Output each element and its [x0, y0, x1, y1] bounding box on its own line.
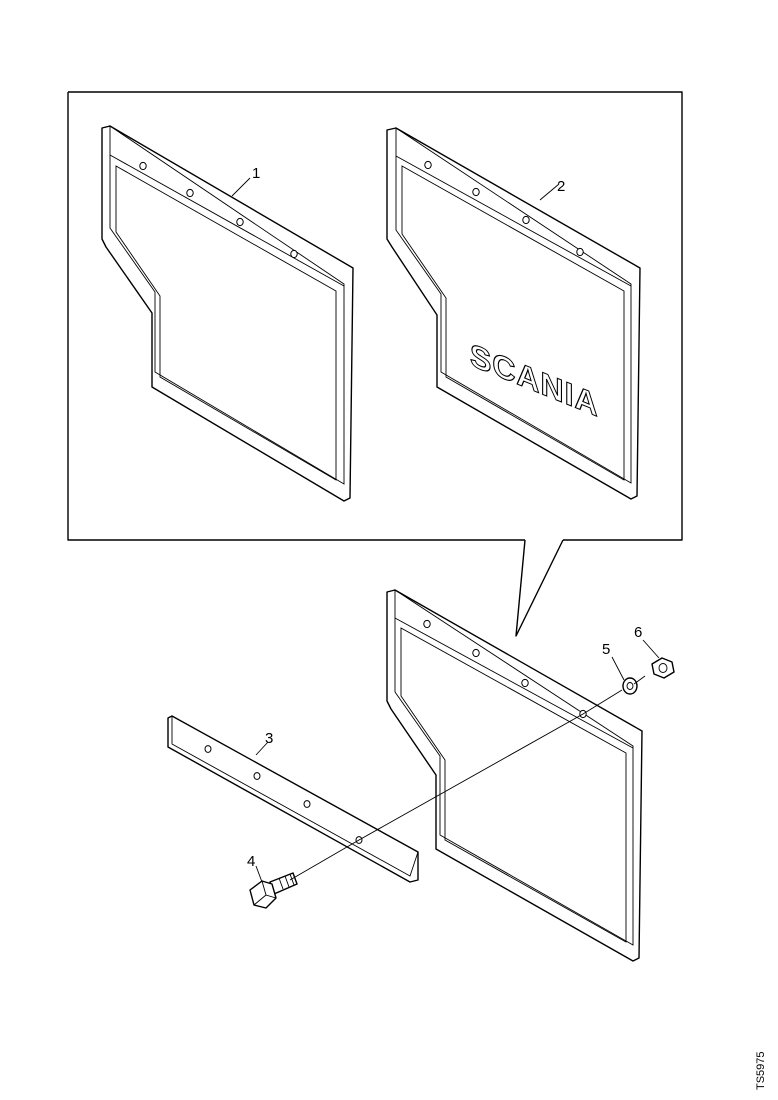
- callout-2: 2: [557, 178, 565, 195]
- inset-frame: [67, 91, 683, 637]
- bolt: [249, 865, 298, 909]
- callout-5: 5: [602, 641, 610, 658]
- callout-1: 1: [252, 165, 260, 182]
- callout-3: 3: [265, 730, 273, 747]
- mudflap-plain: [101, 125, 354, 502]
- washer: [611, 656, 638, 695]
- clamping-strip: [167, 715, 419, 883]
- mudflap-assembled: [386, 589, 643, 962]
- nut: [642, 639, 675, 679]
- figure-id: TS5975: [755, 1051, 767, 1090]
- mudflap-logo: SCANIA: [386, 127, 641, 500]
- callout-6: 6: [634, 624, 642, 641]
- callout-4: 4: [247, 853, 255, 870]
- assembly-axis: [289, 689, 623, 881]
